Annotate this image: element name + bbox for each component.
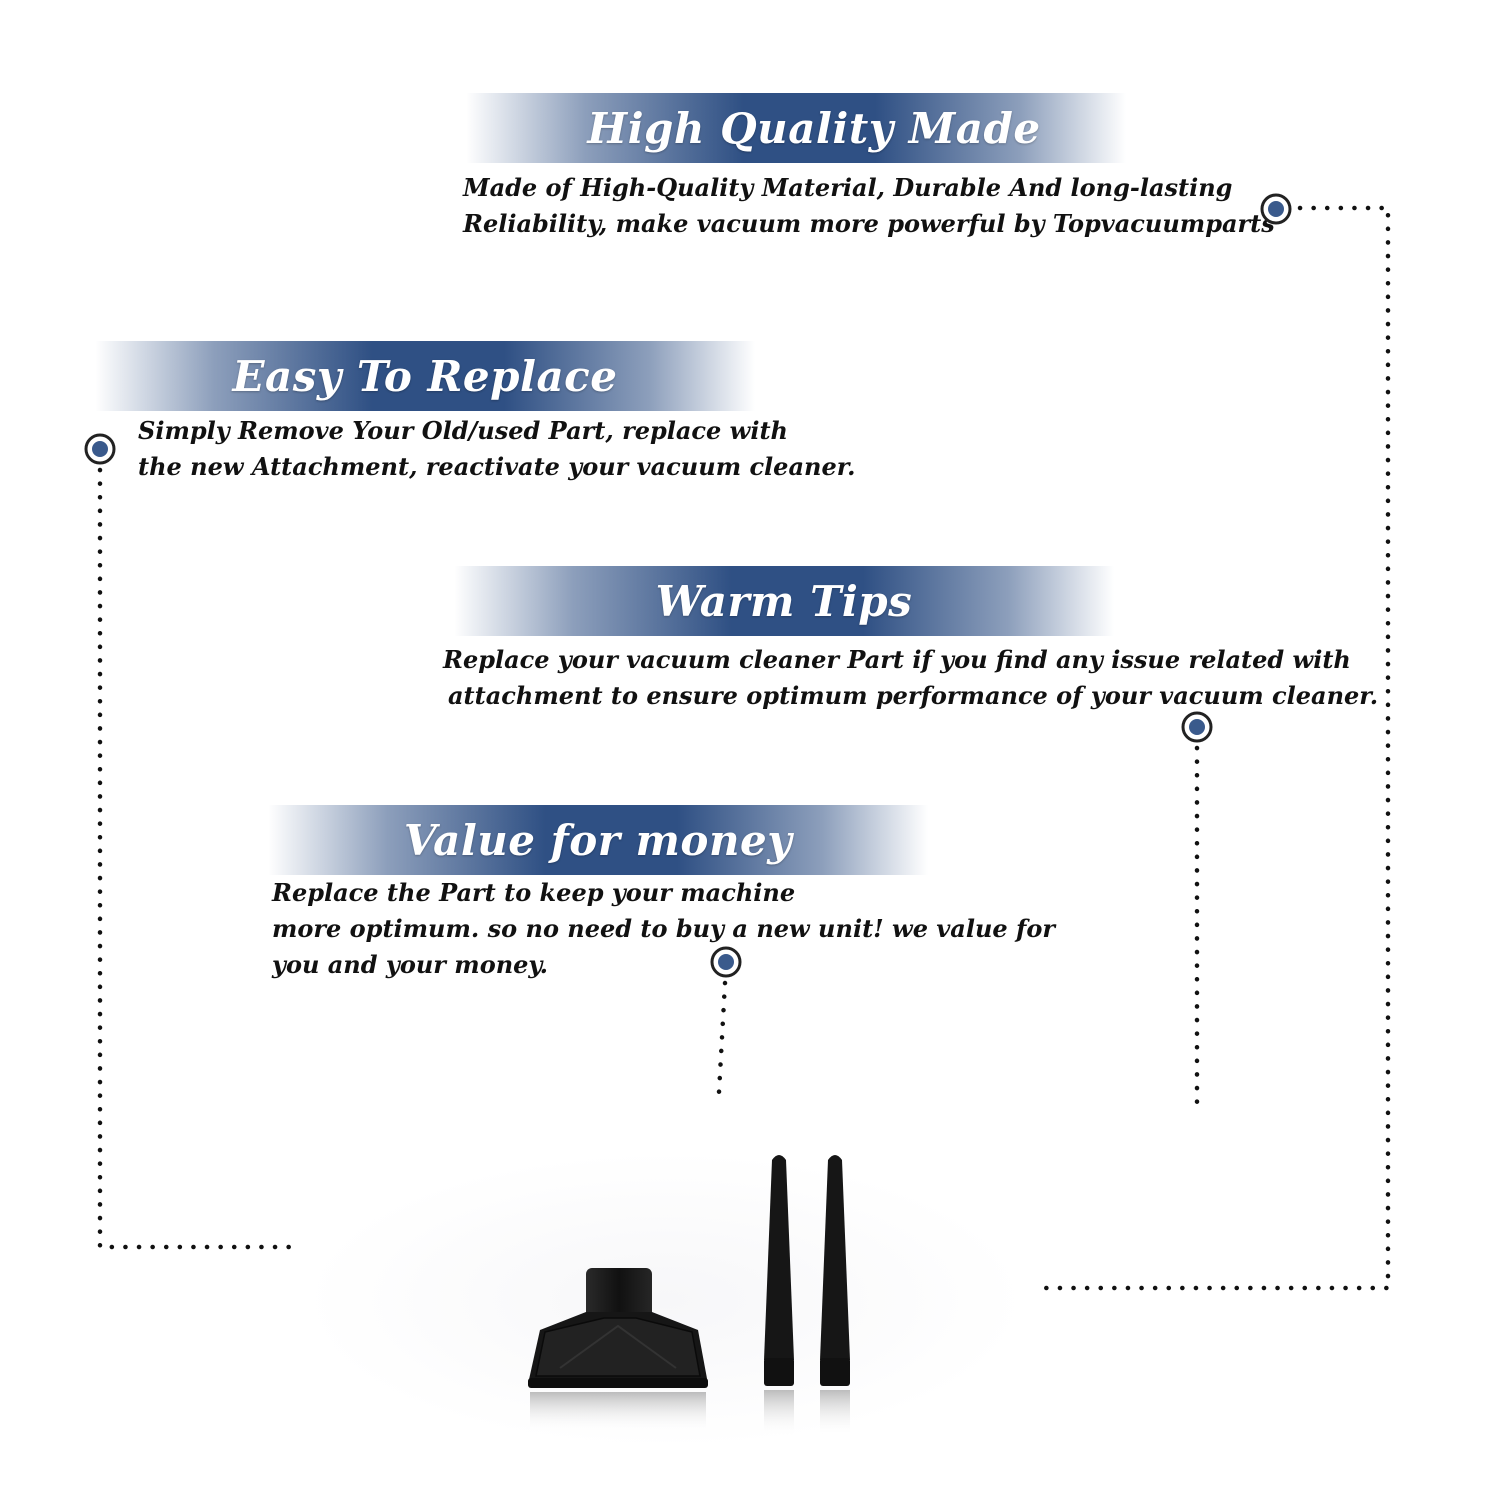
connector-value-money	[716, 980, 728, 1095]
description-line: Replace your vacuum cleaner Part if you …	[443, 645, 1351, 674]
description-line: attachment to ensure optimum performance…	[448, 681, 1379, 710]
target-marker-icon	[84, 433, 116, 465]
extension-wand-image	[820, 1155, 850, 1436]
description-line: more optimum. so no need to buy a new un…	[272, 914, 1055, 943]
banner-title-high-quality: High Quality Made	[587, 103, 1041, 153]
description-warm-tips: Replace your vacuum cleaner Part if you …	[443, 642, 1378, 714]
target-marker-icon	[1260, 193, 1292, 225]
banner-high-quality: High Quality Made	[466, 93, 1126, 163]
description-line: Replace the Part to keep your machine	[272, 878, 796, 907]
banner-value-money: Value for money	[268, 805, 928, 875]
description-easy-replace: Simply Remove Your Old/used Part, replac…	[138, 413, 856, 485]
banner-easy-replace: Easy To Replace	[95, 341, 755, 411]
banner-title-value-money: Value for money	[403, 815, 793, 865]
description-line: the new Attachment, reactivate your vacu…	[138, 452, 856, 481]
banner-title-warm-tips: Warm Tips	[655, 576, 913, 626]
connector-easy-replace	[97, 467, 299, 1250]
upholstery-tool-image	[528, 1268, 708, 1432]
description-line: Made of High-Quality Material, Durable A…	[463, 173, 1233, 202]
description-value-money: Replace the Part to keep your machine mo…	[272, 875, 1055, 983]
target-marker-icon	[1181, 711, 1213, 743]
description-high-quality: Made of High-Quality Material, Durable A…	[463, 170, 1275, 242]
description-line: you and your money.	[272, 950, 548, 979]
connector-high-quality	[1035, 205, 1391, 1291]
banner-title-easy-replace: Easy To Replace	[232, 351, 618, 401]
description-line: Simply Remove Your Old/used Part, replac…	[138, 416, 788, 445]
target-marker-icon	[710, 946, 742, 978]
extension-wand-image	[764, 1155, 794, 1436]
banner-warm-tips: Warm Tips	[454, 566, 1114, 636]
dotted-connectors	[97, 205, 1391, 1291]
description-line: Reliability, make vacuum more powerful b…	[463, 209, 1275, 238]
